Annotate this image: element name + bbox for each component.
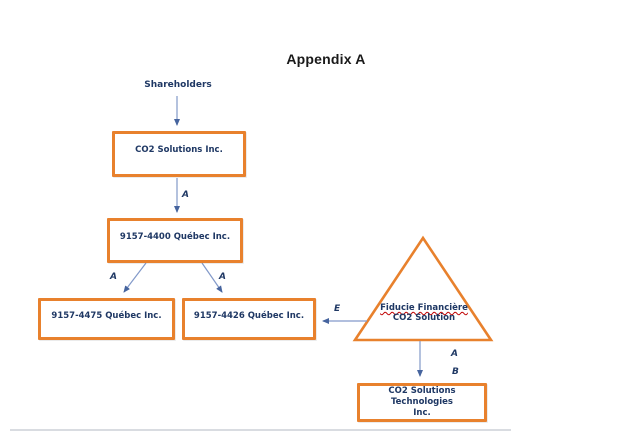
fiducie-line2: CO2 Solution — [392, 313, 456, 323]
edge-label-4400-to-4475: A — [110, 272, 117, 282]
technologies-line1: CO2 Solutions Technologies — [388, 386, 456, 407]
node-co2-solutions-technologies: CO2 Solutions Technologies Inc. — [357, 383, 487, 422]
fiducie-triangle — [352, 235, 494, 342]
node-9157-4475: 9157-4475 Québec Inc. — [38, 298, 175, 340]
fiducie-line1: Fiducie Financière — [380, 303, 468, 313]
edge-4400-to-4426 — [201, 262, 223, 293]
footer-divider — [10, 429, 511, 431]
edge-label-4400-to-4426: A — [219, 272, 226, 282]
node-9157-4426-label: 9157-4426 Québec Inc. — [193, 310, 305, 321]
edge-label-fiducie-to-tech-b: B — [452, 367, 459, 377]
node-co2-solutions: CO2 Solutions Inc. — [112, 131, 246, 177]
edge-label-fiducie-to-4426: E — [334, 304, 341, 314]
node-9157-4400: 9157-4400 Québec Inc. — [107, 218, 243, 263]
node-9157-4475-label: 9157-4475 Québec Inc. — [51, 310, 162, 321]
shareholders-label: Shareholders — [144, 80, 212, 90]
node-9157-4426: 9157-4426 Québec Inc. — [182, 298, 316, 340]
edge-4400-to-4475 — [123, 262, 147, 293]
node-9157-4400-label: 9157-4400 Québec Inc. — [119, 231, 231, 242]
technologies-line2: Inc. — [413, 408, 431, 418]
edge-label-fiducie-to-tech-a: A — [451, 349, 458, 359]
node-fiducie-label: Fiducie Financière CO2 Solution — [358, 303, 490, 323]
edge-label-co2-to-4400: A — [182, 190, 189, 200]
node-co2-solutions-label: CO2 Solutions Inc. — [135, 144, 223, 155]
page-title: Appendix A — [286, 51, 366, 67]
